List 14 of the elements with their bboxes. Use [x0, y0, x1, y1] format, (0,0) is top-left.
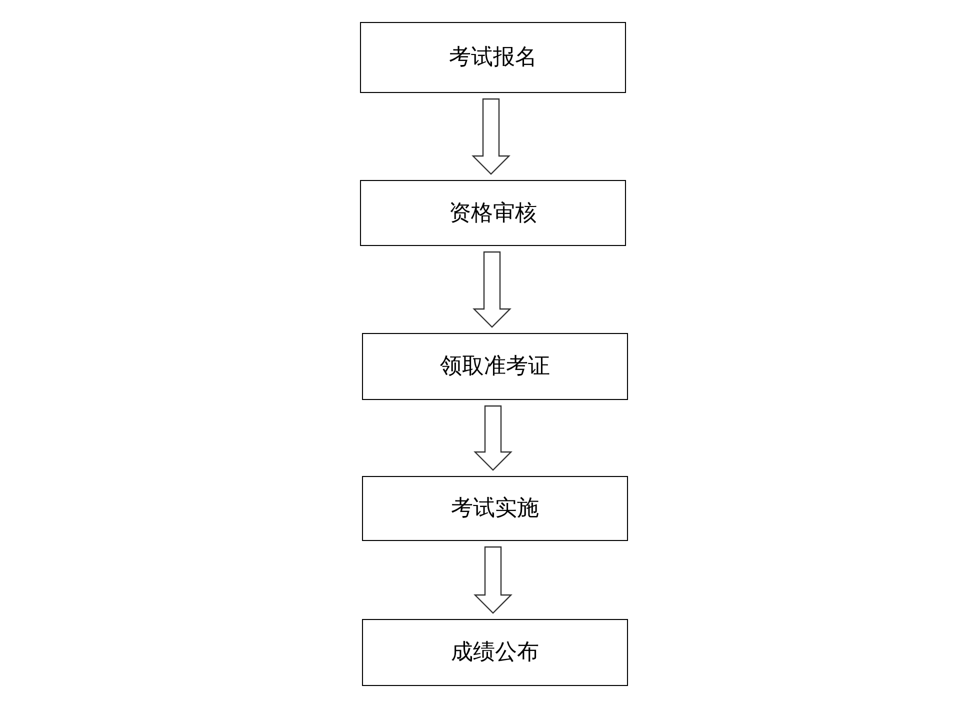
hollow-arrow: [472, 251, 512, 328]
process-box: [362, 476, 628, 541]
process-box: [362, 333, 628, 400]
box-label: 资格审核: [449, 200, 537, 228]
process-box: [362, 619, 628, 686]
process-box: [360, 22, 626, 93]
hollow-arrow: [472, 98, 510, 175]
hollow-arrow: [474, 546, 512, 614]
box-label: 考试实施: [451, 495, 539, 523]
box-label: 考试报名: [449, 44, 537, 72]
process-box: [360, 180, 626, 246]
hollow-arrow: [474, 405, 512, 471]
box-label: 成绩公布: [451, 639, 539, 667]
box-label: 领取准考证: [440, 353, 550, 381]
